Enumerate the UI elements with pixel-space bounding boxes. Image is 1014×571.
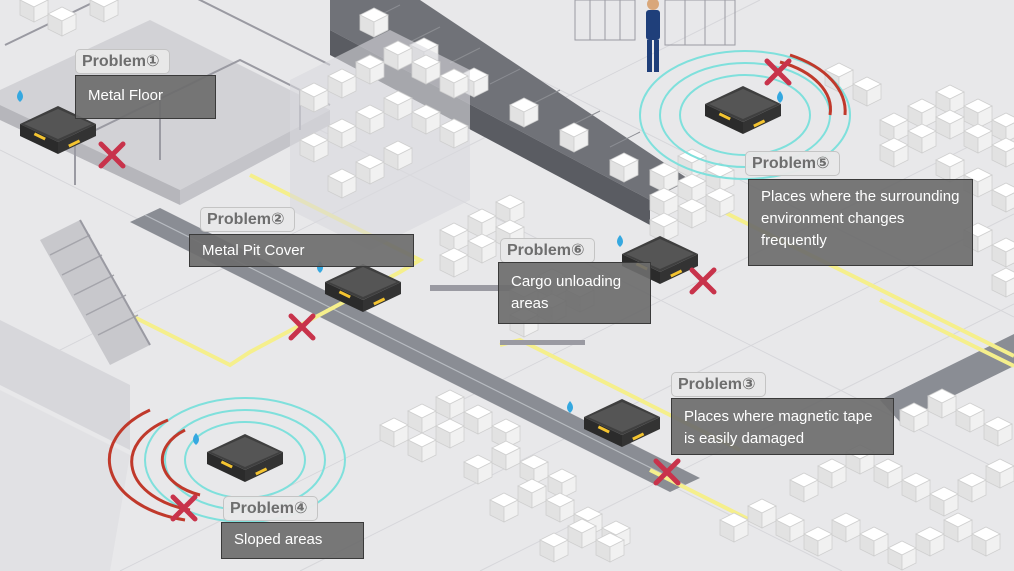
- problem-5-tag: Problem⑤: [745, 151, 840, 176]
- shelf-rack-middle: [290, 30, 470, 250]
- problem-2-description: Metal Pit Cover: [189, 234, 414, 267]
- problem-4-tag: Problem④: [223, 496, 318, 521]
- problem-1-description: Metal Floor: [75, 75, 216, 119]
- problem-4-description: Sloped areas: [221, 522, 364, 559]
- cargo-pallet-3: [500, 268, 595, 345]
- problem-5-description: Places where the surrounding environment…: [748, 179, 973, 266]
- problem-2-tag: Problem②: [200, 207, 295, 232]
- problem-1-tag: Problem①: [75, 49, 170, 74]
- cage-cart: [574, 0, 736, 46]
- problem-6-tag: Problem⑥: [500, 238, 595, 263]
- problem-6-description: Cargo unloading areas: [498, 262, 651, 324]
- problem-3-tag: Problem③: [671, 372, 766, 397]
- cargo-pallet-1: [430, 194, 550, 291]
- problem-3-description: Places where magnetic tape is easily dam…: [671, 398, 894, 455]
- sensor-waves-problem4: [107, 397, 346, 523]
- worker: [646, 0, 660, 72]
- staircase: [40, 219, 151, 365]
